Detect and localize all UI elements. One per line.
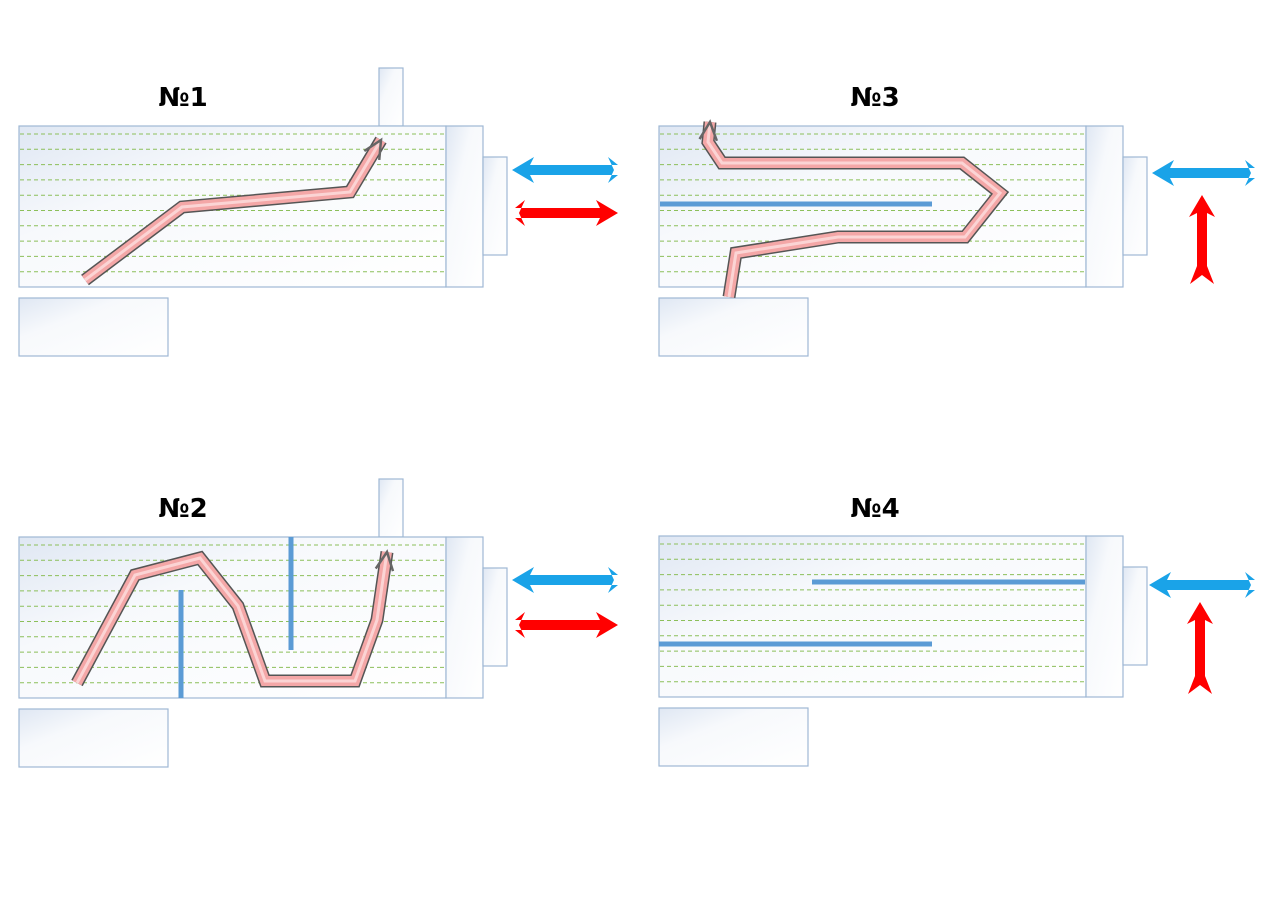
panel-2-base-box bbox=[18, 708, 169, 768]
panel-3-title: №3 bbox=[850, 83, 899, 113]
panel-3-base-box bbox=[658, 297, 809, 357]
panel-1-chimney bbox=[378, 67, 404, 127]
panel-4-base-box bbox=[658, 707, 809, 767]
panel-1-flange bbox=[482, 156, 508, 256]
panel-4-title: №4 bbox=[850, 494, 899, 524]
panel-3-flange bbox=[1122, 156, 1148, 256]
panel-3-flow-path-highlight bbox=[706, 121, 1003, 298]
panel-4-hot-arrow-up-icon bbox=[1187, 602, 1213, 694]
panel-4-flange bbox=[1122, 566, 1148, 666]
panel-1-end-cap bbox=[445, 125, 484, 288]
panel-1-flow-path-highlight bbox=[84, 139, 383, 282]
panel-2-chimney bbox=[378, 478, 404, 538]
panel-1-cold-arrow-left-icon bbox=[512, 157, 618, 183]
panel-2-flange bbox=[482, 567, 508, 667]
panel-2-flow-path-highlight bbox=[75, 551, 389, 684]
panel-2-end-cap bbox=[445, 536, 484, 699]
panel-1-flow-arrowhead-icon bbox=[363, 137, 383, 161]
panel-3-hot-arrow-up-icon bbox=[1189, 195, 1215, 284]
panel-1-base-box bbox=[18, 297, 169, 357]
panel-2-hot-arrow-right-icon bbox=[515, 612, 618, 638]
panel-4-cold-arrow-left-icon bbox=[1149, 572, 1255, 598]
panel-1-hot-arrow-right-icon bbox=[515, 200, 618, 226]
panel-3-end-cap bbox=[1085, 125, 1124, 288]
panel-2-title: №2 bbox=[158, 494, 207, 524]
panel-4-end-cap bbox=[1085, 535, 1124, 698]
panel-3-flow-arrowhead-icon bbox=[698, 119, 719, 142]
panel-4-shell bbox=[658, 535, 1087, 698]
panel-1-title: №1 bbox=[158, 83, 207, 113]
panel-2-cold-arrow-left-icon bbox=[512, 567, 618, 593]
panel-3-cold-arrow-left-icon bbox=[1152, 160, 1255, 186]
panel-2-flow-arrowhead-icon bbox=[374, 549, 395, 572]
